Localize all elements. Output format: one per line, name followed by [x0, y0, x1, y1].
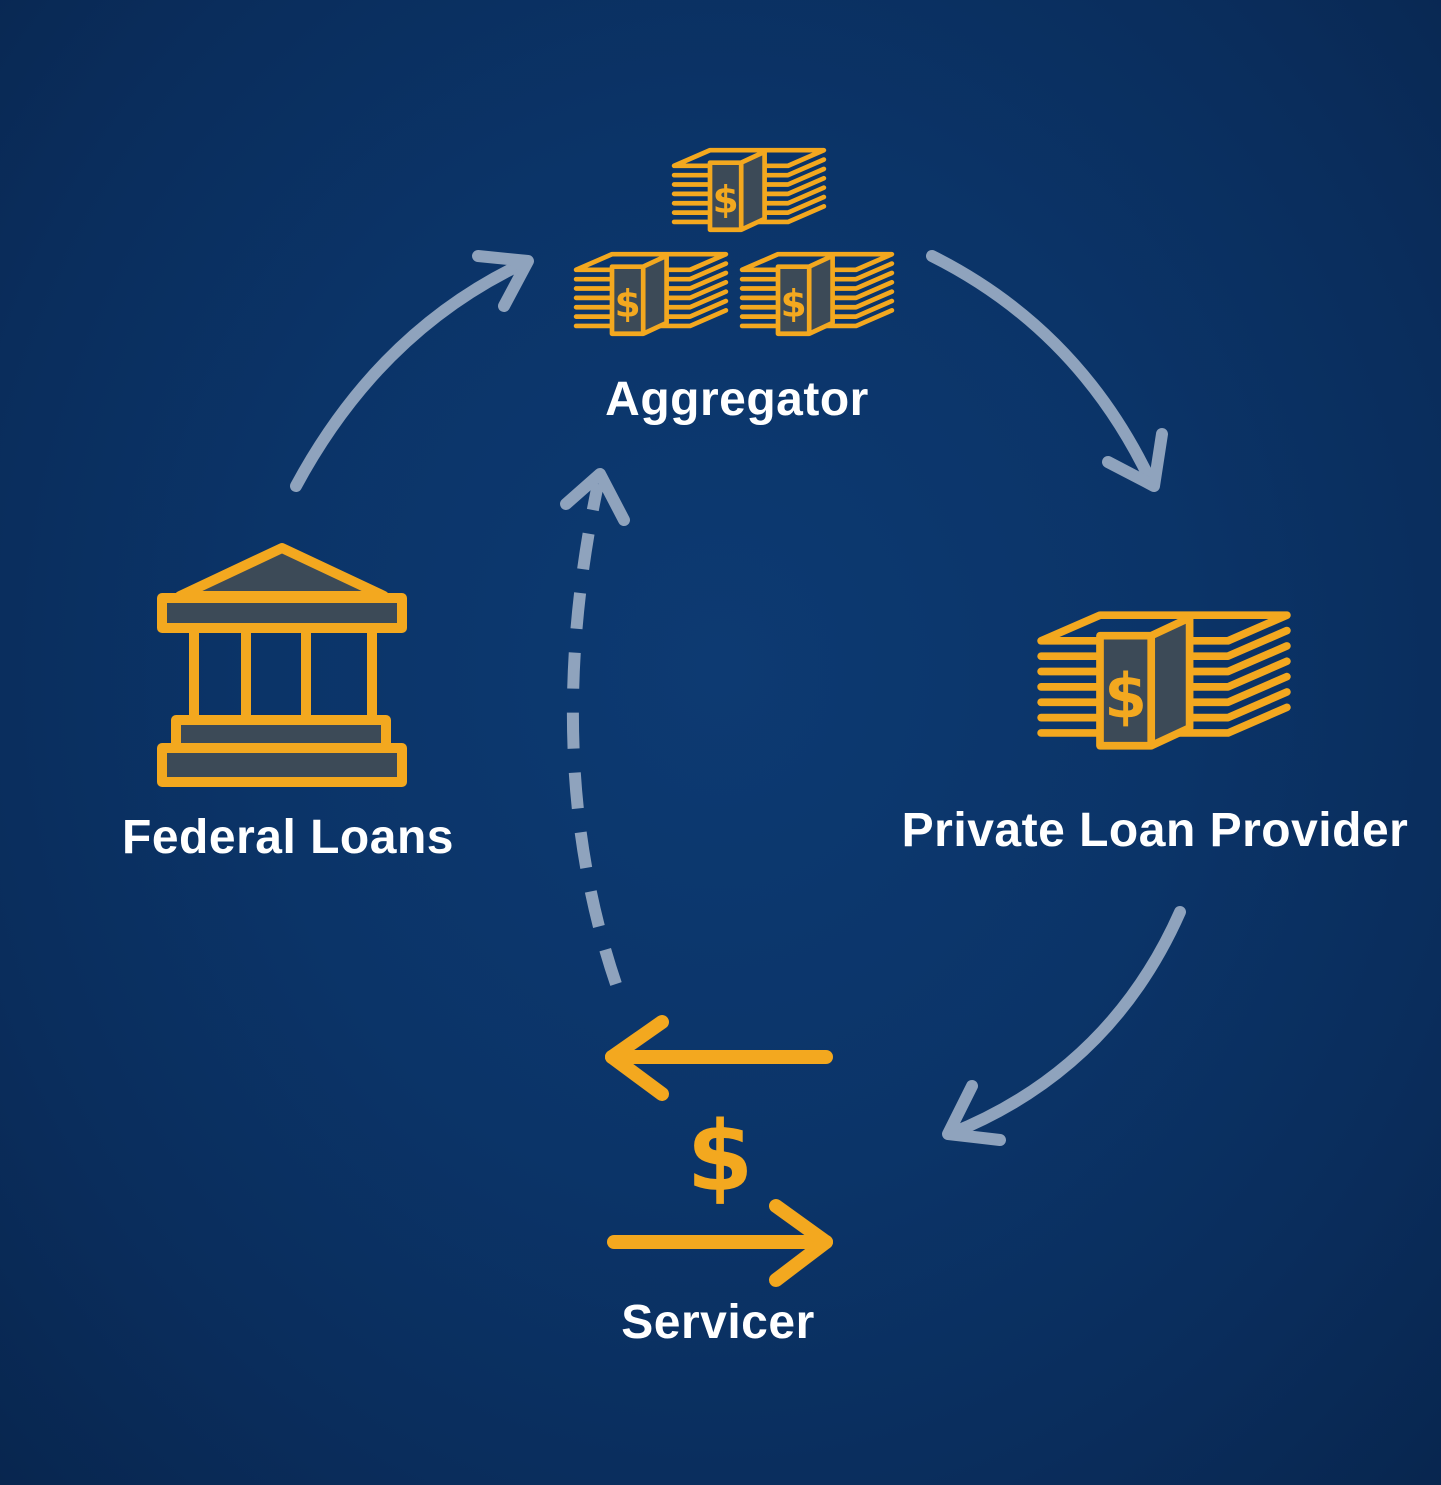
arrow-federal-to-aggregator: [290, 256, 532, 492]
arrow-private-to-servicer: [944, 906, 1186, 1140]
arrow-servicer-to-aggregator-dashed: [566, 482, 622, 986]
money-stacks-icon: [576, 150, 892, 334]
dollar-exchange-icon: [605, 1015, 833, 1287]
flow-arrows: [290, 250, 1186, 1146]
arrow-aggregator-to-private: [926, 250, 1158, 490]
arrowhead-servicer-to-aggregator: [560, 468, 630, 526]
private-loan-provider-label: Private Loan Provider: [901, 804, 1409, 857]
arrowhead-aggregator-to-private: [1102, 428, 1168, 492]
servicer-label: Servicer: [621, 1296, 815, 1349]
aggregator-label: Aggregator: [605, 373, 869, 426]
arrowhead-private-to-servicer: [942, 1080, 1006, 1146]
money-stack-icon: [1041, 615, 1287, 746]
bank-building-icon: [157, 543, 407, 787]
federal-loans-label: Federal Loans: [122, 811, 454, 864]
dollar-symbol: $: [687, 1101, 754, 1213]
arrowhead-federal-to-aggregator: [472, 250, 534, 312]
